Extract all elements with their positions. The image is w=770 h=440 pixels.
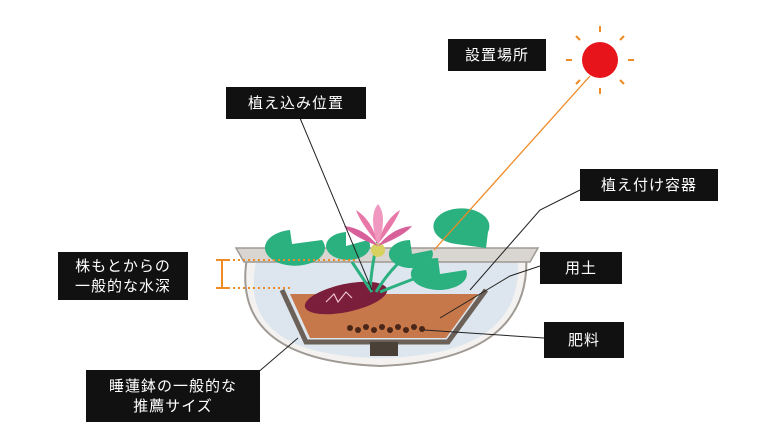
container-leader [469,189,581,291]
label-pot-size: 睡蓮鉢の一般的な 推薦サイズ [86,370,260,422]
fertilizer-pellets [347,324,425,333]
fertilizer-leader [423,329,545,339]
label-pot-size-line2: 推薦サイズ [133,397,213,415]
water-depth-marker [216,259,356,289]
soil-leader [439,265,541,319]
label-planting-container: 植え付け容器 [580,169,718,201]
lily-pads [264,208,490,290]
label-pot-size-line1: 睡蓮鉢の一般的な [108,377,237,395]
label-water-depth-line1: 株もとからの [75,257,171,275]
container-foot [370,342,398,356]
label-water-depth: 株もとからの 一般的な水深 [58,252,188,300]
pot-size-leader [255,337,299,375]
lotus-flower [344,204,412,257]
tuber [304,281,388,315]
label-planting-position: 植え込み位置 [226,87,366,119]
sun [566,26,634,94]
label-location: 設置場所 [448,39,546,71]
tuber-roots [325,291,353,304]
sun-leader-line [433,75,591,251]
label-soil: 用土 [540,252,622,284]
label-water-depth-line2: 一般的な水深 [74,277,171,295]
label-fertilizer: 肥料 [544,322,624,358]
planting-position-leader [299,117,373,291]
